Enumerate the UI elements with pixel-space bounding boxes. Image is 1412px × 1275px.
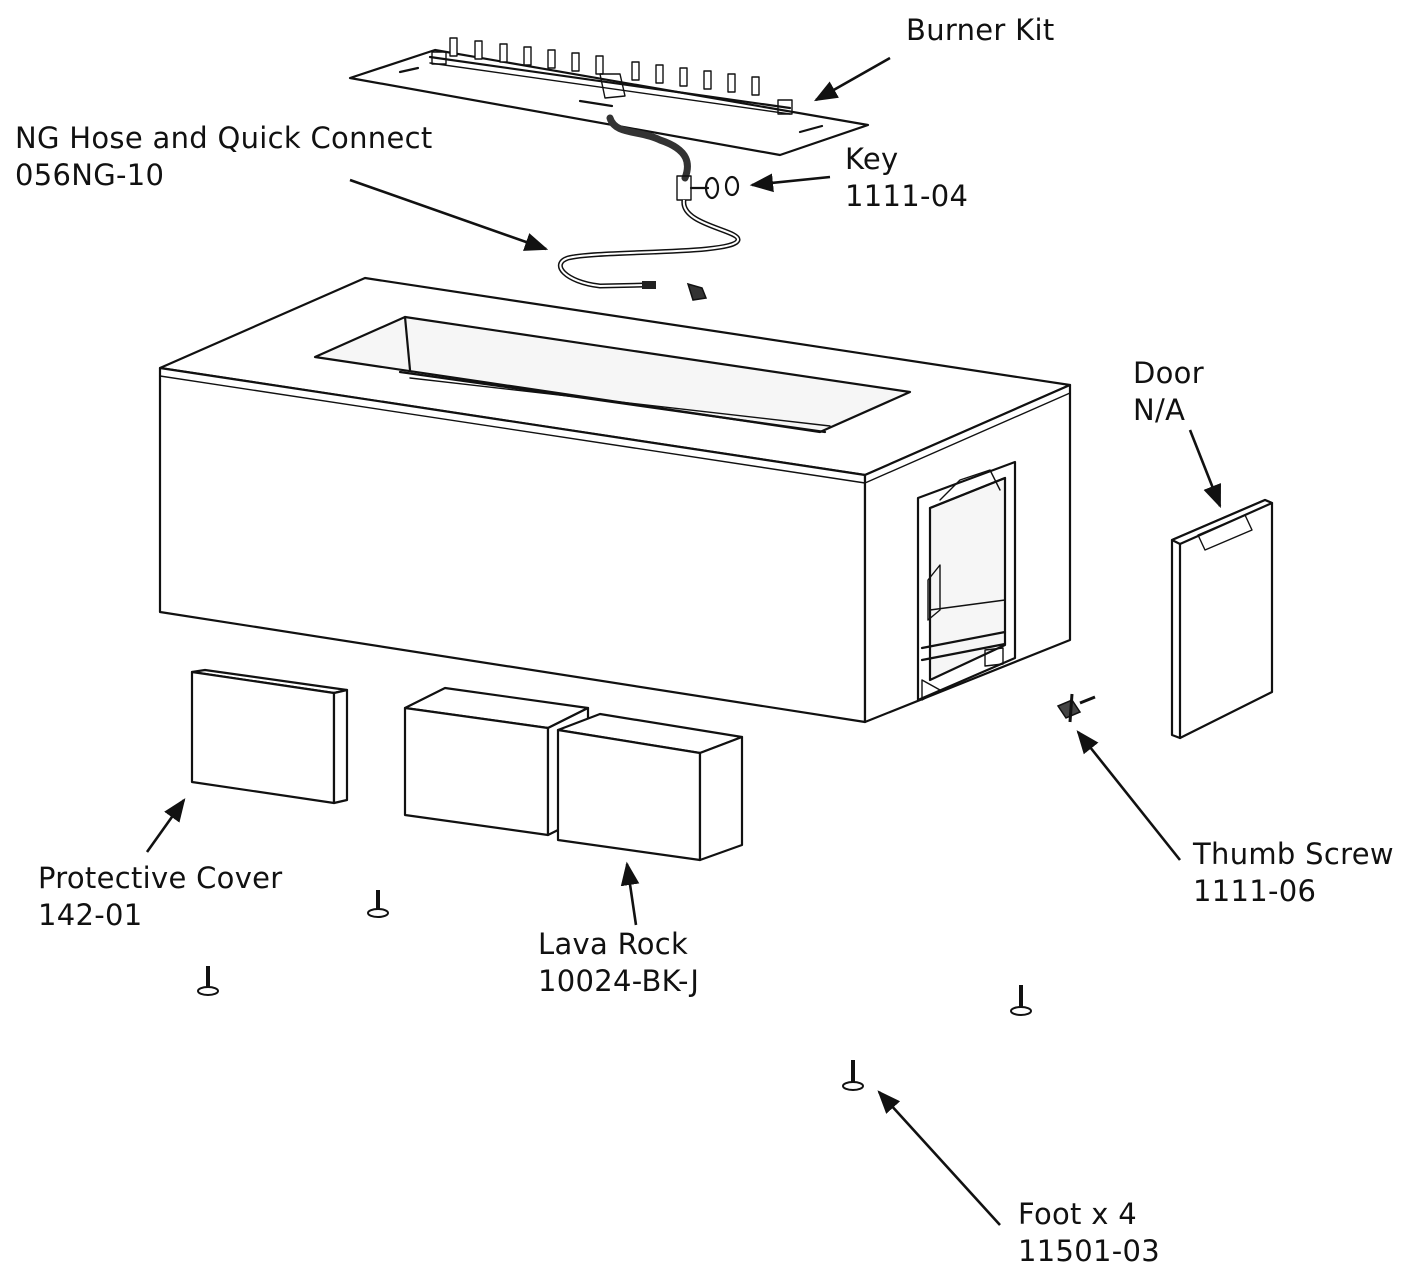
fire-table-body [158,276,1072,724]
arrow-door [1188,429,1222,509]
foot-name: Foot x 4 [1018,1197,1137,1231]
lava-rock-part-number: 10024-BK-J [538,964,700,998]
label-thumb-screw: Thumb Screw 1111-06 [1193,836,1394,910]
leader-arrows [145,56,1222,1226]
thumb-screw-part-number: 1111-06 [1193,874,1317,908]
ng-hose-part [558,199,741,301]
protective-cover-part [190,668,349,805]
arrow-burner-kit [813,56,891,102]
label-key: Key 1111-04 [845,141,968,215]
foot-part-number: 11501-03 [1018,1234,1161,1268]
arrow-ng-hose [349,178,549,251]
ng-hose-name: NG Hose and Quick Connect [15,121,433,155]
thumb-screw-name: Thumb Screw [1193,837,1394,871]
lava-rock-part [403,686,744,862]
label-door: Door N/A [1133,355,1204,429]
thumb-screw-part [1056,693,1096,723]
key-part [676,175,740,201]
door-part [1170,498,1274,740]
arrow-protective-cover [145,798,186,853]
label-burner-kit: Burner Kit [906,12,1055,49]
label-ng-hose: NG Hose and Quick Connect 056NG-10 [15,120,433,194]
key-part-number: 1111-04 [845,179,969,213]
label-lava-rock: Lava Rock 10024-BK-J [538,926,699,1000]
door-name: Door [1133,356,1204,390]
foot-part [197,890,1032,1091]
ng-hose-part-number: 056NG-10 [15,158,165,192]
arrow-key [749,173,831,193]
key-name: Key [845,142,899,176]
burner-kit-part [348,37,870,182]
burner-kit-name: Burner Kit [906,13,1055,47]
arrow-lava-rock [620,861,640,926]
lava-rock-name: Lava Rock [538,927,689,961]
label-protective-cover: Protective Cover 142-01 [38,860,283,934]
protective-cover-name: Protective Cover [38,861,283,895]
door-part-number: N/A [1133,393,1186,427]
arrow-thumb-screw [1076,730,1182,861]
label-foot: Foot x 4 11501-03 [1018,1196,1160,1270]
protective-cover-part-number: 142-01 [38,898,143,932]
arrow-foot [877,1090,1001,1226]
